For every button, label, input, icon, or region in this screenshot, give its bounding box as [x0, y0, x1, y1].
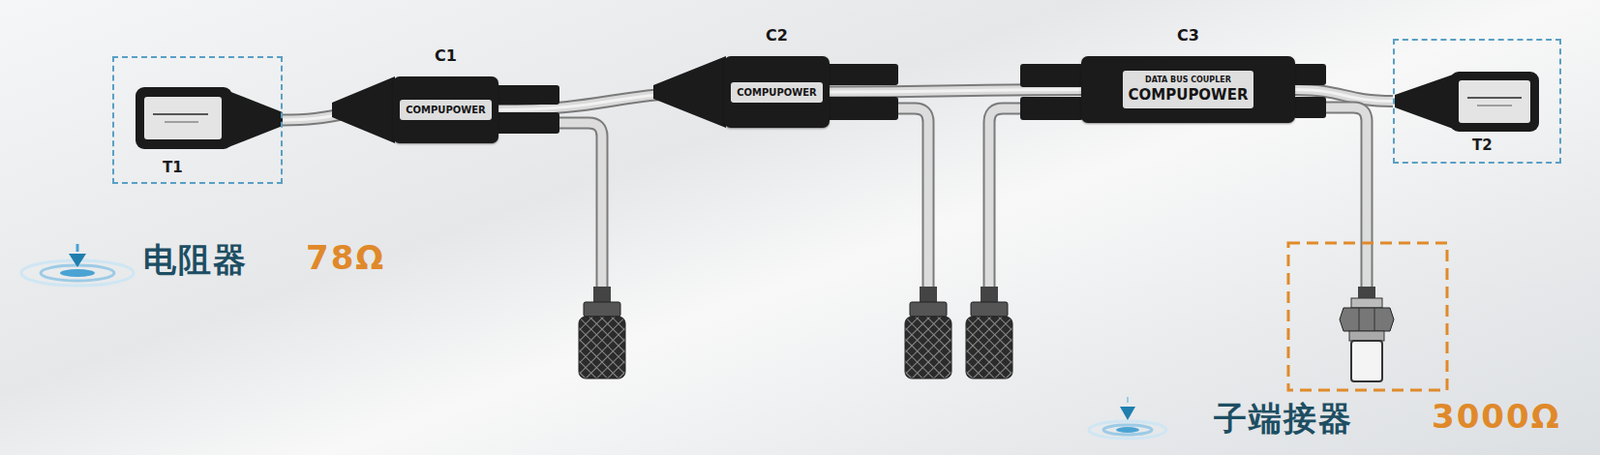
- label-plate: COMPUPOWER: [399, 99, 492, 121]
- coupler-marking: COMPUPOWER: [736, 87, 817, 98]
- terminator-label: T2: [1472, 136, 1493, 154]
- coupler-marking: COMPUPOWER: [1128, 86, 1249, 104]
- terminator-box: T2: [1392, 38, 1562, 164]
- coupler-box: C3DATA BUS COUPLERCOMPUPOWER: [1081, 56, 1296, 123]
- coupler-housings: [332, 56, 1327, 144]
- stub-terminator: [1339, 286, 1394, 382]
- stub-connectors: [578, 286, 1013, 379]
- callout-label: 3000Ω: [1431, 396, 1562, 436]
- label-plate: COMPUPOWER: [730, 82, 823, 103]
- coupler-name: C2: [724, 26, 830, 45]
- bus-cable: [829, 90, 1082, 93]
- stub-cables: [559, 107, 1367, 291]
- coupler-marking: DATA BUS COUPLER: [1145, 75, 1232, 85]
- highlight-box: [1288, 242, 1448, 391]
- callout-label: 电阻器: [143, 238, 248, 283]
- label-plate: DATA BUS COUPLERCOMPUPOWER: [1122, 70, 1255, 109]
- terminator-box: T1: [112, 56, 283, 184]
- coupler-name: C3: [1081, 26, 1296, 45]
- terminator-device: [1394, 71, 1540, 132]
- ripple-icon: [1088, 396, 1167, 439]
- callout-label: 78Ω: [305, 238, 386, 277]
- coupler-box: C2COMPUPOWER: [724, 56, 830, 128]
- cable-stroke: [829, 90, 1082, 93]
- cable-stroke: [829, 90, 1082, 93]
- callout-label: 子端接器: [1213, 396, 1354, 442]
- coupler-marking: COMPUPOWER: [405, 104, 486, 116]
- terminator-device: [135, 87, 283, 150]
- coupler-name: C1: [392, 46, 499, 65]
- coupler-box: C1COMPUPOWER: [392, 76, 499, 144]
- terminator-label: T1: [162, 158, 183, 177]
- ripple-icon: [21, 243, 134, 286]
- cable-stroke: [829, 90, 1082, 93]
